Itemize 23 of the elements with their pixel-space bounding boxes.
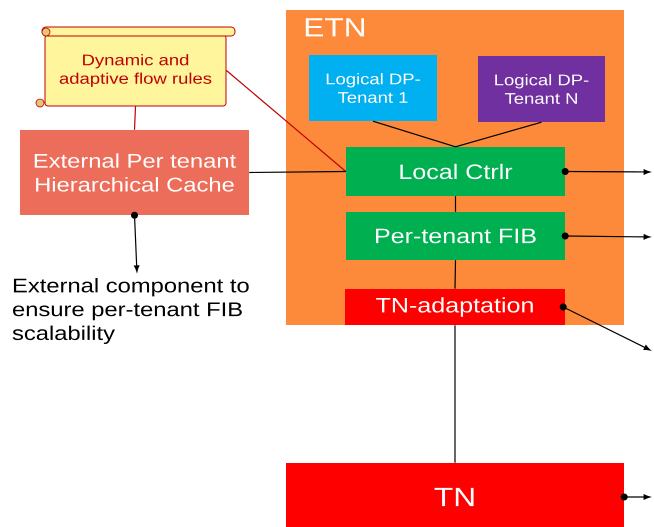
- connector: [562, 232, 650, 240]
- connector: [131, 212, 140, 272]
- process-box: Local Ctrlr: [346, 147, 565, 196]
- panel-title: ETN: [306, 18, 364, 36]
- process-box: TN-adaptation: [345, 289, 565, 325]
- connector: [454, 196, 456, 212]
- process-box: External Per tenant Hierarchical Cache: [20, 130, 249, 215]
- connector: [249, 170, 346, 174]
- connector: [562, 168, 650, 175]
- note-text: External component to ensure per-tenant FIB scalability: [12, 278, 249, 344]
- connector: [226, 70, 346, 172]
- connector: [620, 494, 650, 500]
- process-box: Logical DP-Tenant 1: [309, 55, 437, 121]
- connector: [454, 325, 456, 463]
- process-box: TN: [286, 463, 624, 527]
- scroll-box: Dynamic and adaptive flow rules: [36, 26, 236, 108]
- connector: [455, 122, 542, 148]
- connector: [454, 260, 456, 289]
- connector: [560, 304, 650, 350]
- connector: [134, 106, 136, 130]
- process-box: Logical DP-Tenant N: [478, 56, 605, 122]
- connector: [372, 120, 456, 148]
- process-box: Per-tenant FIB: [346, 212, 565, 260]
